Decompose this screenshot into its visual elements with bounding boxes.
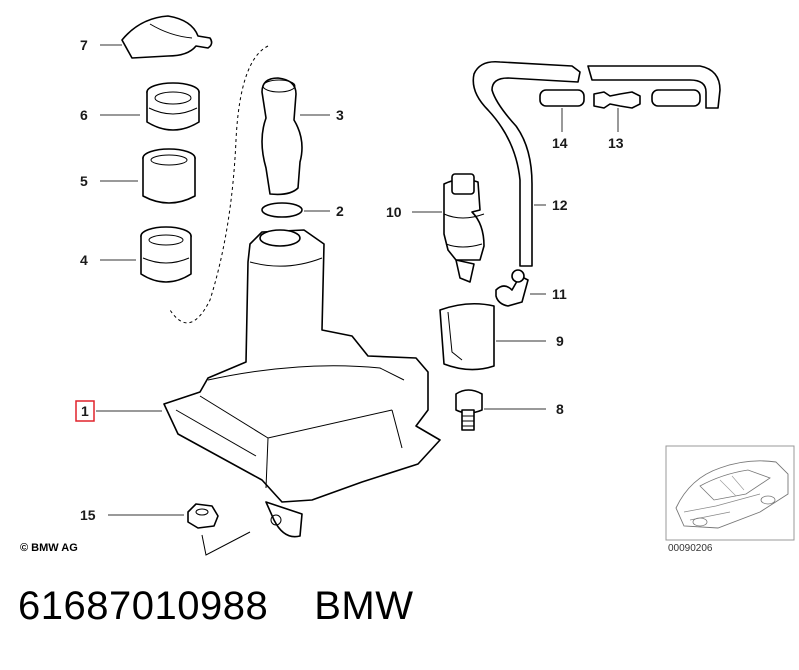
- part-7-cap: [121, 15, 213, 59]
- part-3-hose: [261, 77, 303, 196]
- part-13-valve: [593, 89, 701, 109]
- callout-9: 9: [556, 333, 564, 349]
- callout-1: 1: [81, 403, 89, 419]
- part-15-nut: [187, 503, 219, 529]
- callout-1-highlight-box: [75, 400, 95, 422]
- callout-2: 2: [336, 203, 344, 219]
- callout-7: 7: [80, 37, 88, 53]
- callout-11: 11: [552, 286, 567, 302]
- part-14-hose-piece: [539, 89, 585, 107]
- part-8-bolt: [455, 389, 483, 431]
- callout-3: 3: [336, 107, 344, 123]
- callout-6: 6: [80, 107, 88, 123]
- part-5-sleeve: [142, 148, 196, 204]
- callout-10: 10: [386, 204, 402, 220]
- part-number: 61687010988: [18, 584, 269, 628]
- callout-8: 8: [556, 401, 564, 417]
- callout-15: 15: [80, 507, 96, 523]
- copyright-text: © BMW AG: [20, 542, 78, 554]
- part-11-elbow: [495, 269, 529, 307]
- brand-name: BMW: [314, 584, 414, 628]
- part-12-hose-right: [587, 65, 721, 109]
- part-9-mount: [439, 302, 495, 371]
- part-4-gasket: [140, 226, 192, 283]
- vehicle-thumbnail: [665, 445, 795, 541]
- part-12-hose: [472, 60, 581, 267]
- part-1-washer-tank: [163, 229, 441, 556]
- callout-13: 13: [608, 135, 624, 151]
- callout-12: 12: [552, 197, 568, 213]
- callout-5: 5: [80, 173, 88, 189]
- dashed-guide-line: [169, 45, 269, 324]
- part-caption: 61687010988 BMW: [18, 584, 413, 629]
- part-2-o-ring: [261, 202, 303, 218]
- callout-14: 14: [552, 135, 568, 151]
- callout-4: 4: [80, 252, 88, 268]
- part-10-pump: [443, 173, 485, 283]
- part-6-seal-ring: [146, 82, 200, 131]
- thumbnail-code: 00090206: [668, 543, 713, 554]
